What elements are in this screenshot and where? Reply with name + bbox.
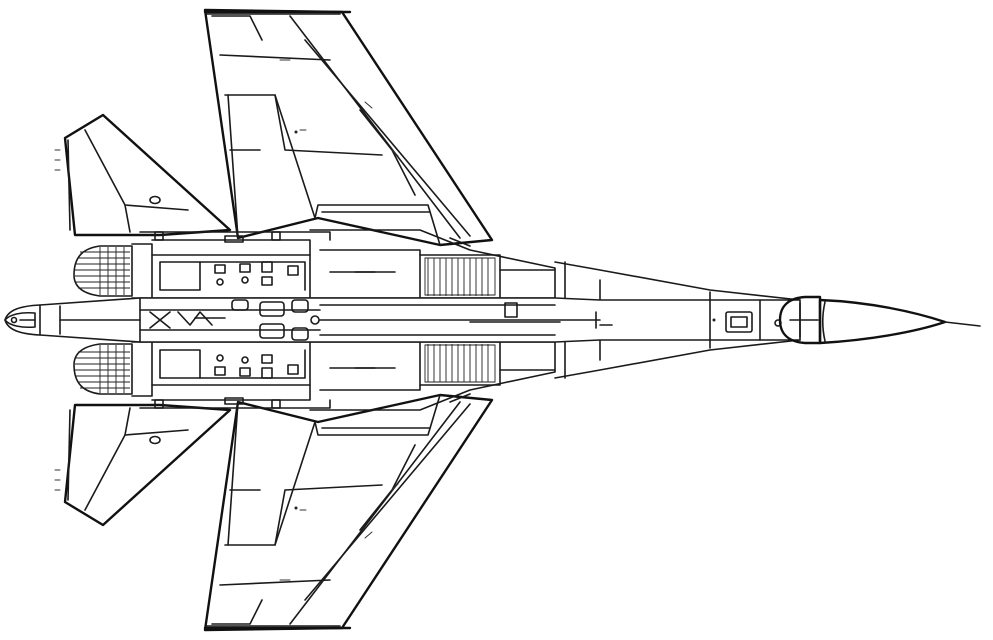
radome [818,298,947,345]
upper-half [53,8,802,307]
fuselage [4,297,801,343]
lower-half [53,333,802,632]
nose-section [778,295,981,345]
